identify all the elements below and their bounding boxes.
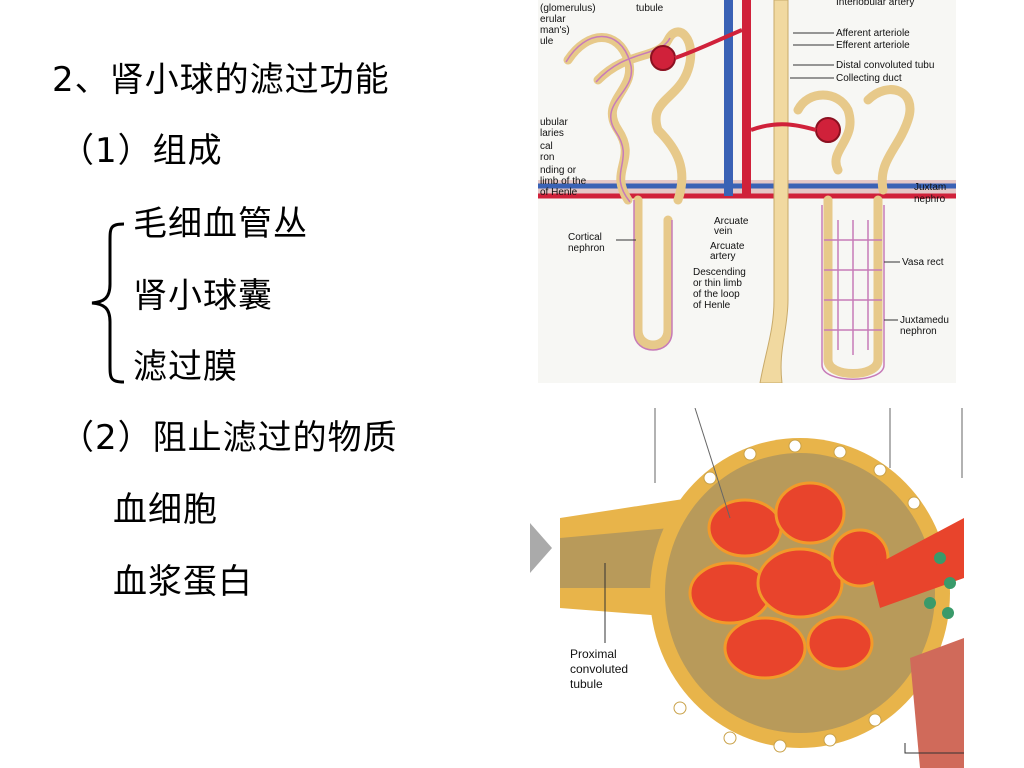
label-descending-2: or thin limb	[693, 278, 742, 289]
label-juxta-2: nephro	[914, 194, 946, 205]
label-ascending-2: limb of the	[540, 176, 587, 187]
label-arcuate-vein-1: Arcuate	[714, 216, 749, 227]
component-item-3: 滤过膜	[133, 347, 238, 387]
label-descending-3: of the loop	[693, 289, 740, 300]
label-ascending-3: of Henle	[540, 187, 578, 198]
label-cortical-nephron-2: nephron	[568, 243, 605, 254]
label-collecting-duct: Collecting duct	[836, 73, 902, 84]
nephron-diagram: (glomerulus) erular man's) ule tubule In…	[538, 0, 956, 383]
label-bowmans: man's)	[540, 25, 570, 36]
blocked-item-1: 血细胞	[113, 490, 218, 530]
label-efferent: Efferent arteriole	[836, 40, 910, 51]
label-arcuate-artery-2: artery	[710, 251, 736, 262]
label-pct: tubule	[636, 3, 664, 14]
label-cortical-nephron-1: Cortical	[568, 232, 602, 243]
section1-heading: （1）组成	[60, 131, 223, 171]
label-peritubular-2: laries	[540, 128, 564, 139]
glomerulus-diagram: Proximal convoluted tubule	[530, 408, 964, 768]
label-dct: Distal convoluted tubu	[836, 60, 934, 71]
label-interlobular: Interlobular artery	[836, 0, 914, 8]
label-juxtamedullary-2: nephron	[900, 326, 937, 337]
label-descending-4: of Henle	[693, 300, 731, 311]
label-afferent: Afferent arteriole	[836, 28, 910, 39]
label-juxta-1: Juxtam	[914, 182, 946, 193]
label-arcuate-artery-1: Arcuate	[710, 241, 745, 252]
label-descending-1: Descending	[693, 267, 746, 278]
label-capsule: ule	[540, 36, 554, 47]
label-glomerular: erular	[540, 14, 566, 25]
label-vasa-recta: Vasa rect	[902, 257, 944, 268]
label-tubule: tubule	[570, 677, 603, 691]
label-proximal: Proximal	[570, 647, 617, 661]
label-cortical-2: ron	[540, 152, 554, 163]
label-convoluted: convoluted	[570, 662, 628, 676]
component-item-1: 毛细血管丛	[133, 204, 308, 244]
label-peritubular-1: ubular	[540, 117, 568, 128]
label-juxtamedullary-1: Juxtamedu	[900, 315, 949, 326]
label-cortical-1: cal	[540, 141, 553, 152]
blocked-item-2: 血浆蛋白	[113, 562, 253, 602]
curly-brace-icon	[91, 222, 125, 384]
slide-title: 2、肾小球的滤过功能	[52, 60, 390, 100]
label-ascending-1: nding or	[540, 165, 577, 176]
label-arcuate-vein-2: vein	[714, 226, 732, 237]
label-glomerulus: (glomerulus)	[540, 3, 596, 14]
section2-heading: （2）阻止滤过的物质	[60, 418, 398, 458]
component-item-2: 肾小球囊	[133, 276, 273, 316]
